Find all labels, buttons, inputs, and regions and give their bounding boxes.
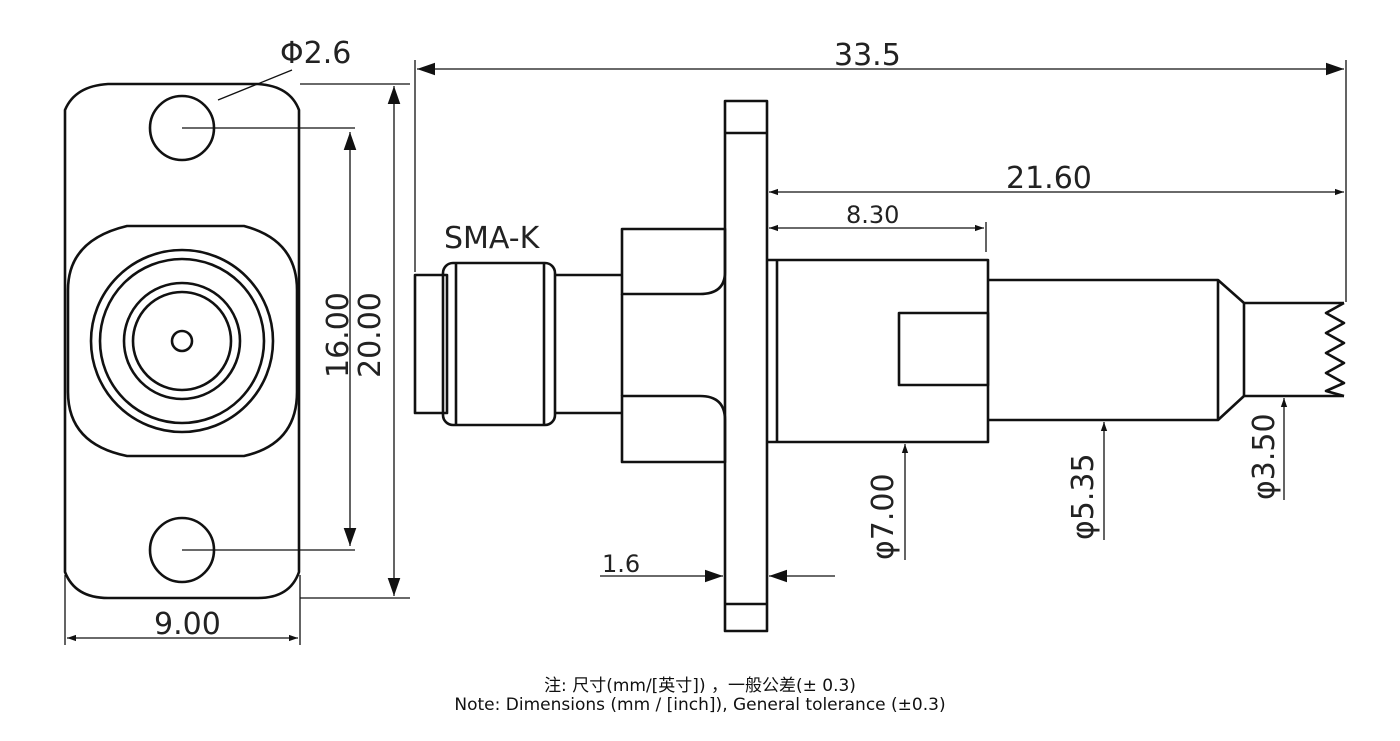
dim-front-length: 21.60 [1006, 161, 1092, 196]
dim-dia-mid: φ5.35 [1066, 453, 1101, 540]
front-view-dims [64, 69, 410, 645]
dim-dia-tail: φ3.50 [1247, 413, 1282, 500]
dim-hole-spacing: 16.00 [321, 292, 356, 378]
dielectric-ring [122, 281, 242, 401]
flange-plate [723, 99, 769, 633]
note-english: Note: Dimensions (mm / [inch]), General … [454, 695, 946, 715]
dim-overall-length: 33.5 [834, 38, 901, 73]
rear-body [767, 258, 990, 444]
side-view-dims [414, 60, 1347, 583]
dim-body-length: 8.30 [846, 201, 899, 229]
dim-dia-body: φ7.00 [866, 473, 901, 560]
dimension-labels: Φ2.6 33.5 21.60 8.30 SMA-K 1.6 9.00 16.0… [154, 36, 1282, 642]
tail-lower [988, 394, 1344, 422]
part-label: SMA-K [444, 221, 541, 256]
nut-front [413, 273, 449, 415]
front-view [63, 82, 301, 600]
break-line [1324, 301, 1346, 398]
hex-lower [620, 394, 727, 464]
dim-flange-width: 9.00 [154, 607, 221, 642]
flange-outline [63, 82, 301, 600]
note-chinese: 注: 尺寸(mm/[英寸]) ，一般公差(± 0.3) [544, 676, 856, 696]
dim-flange-height: 20.00 [353, 292, 388, 378]
dim-hole-dia: Φ2.6 [280, 36, 351, 71]
hex-upper [620, 227, 727, 296]
dielectric-inner [131, 290, 233, 392]
outer-ring [89, 248, 275, 434]
dim-flange-thickness: 1.6 [602, 550, 640, 578]
outer-ring-inner [98, 257, 266, 425]
center-pin [170, 329, 194, 353]
tail-upper [988, 278, 1344, 305]
solder-slot [897, 311, 990, 387]
threaded-nut [441, 261, 557, 427]
flange-body-outline [66, 224, 299, 458]
side-view [413, 99, 1346, 633]
